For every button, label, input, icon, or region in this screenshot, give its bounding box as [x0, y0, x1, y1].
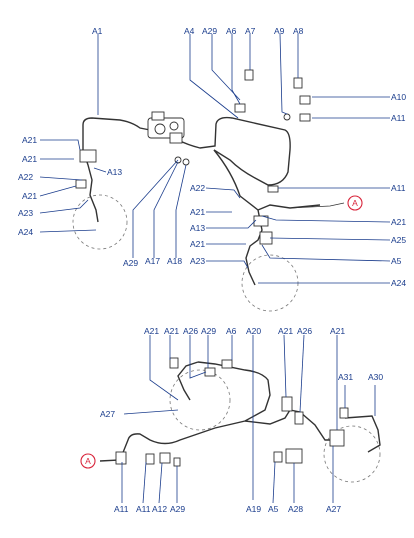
label-a27: A27	[326, 504, 341, 514]
label-a31: A31	[338, 372, 353, 382]
label-a19: A19	[246, 504, 261, 514]
label-a24: A24	[391, 278, 406, 288]
connector-marker-top: A	[347, 195, 363, 211]
label-a21: A21	[22, 191, 37, 201]
label-a23: A23	[18, 208, 33, 218]
fitting-a12-bottom	[159, 452, 171, 464]
label-a12: A12	[152, 504, 167, 514]
label-a29: A29	[201, 326, 216, 336]
label-a21: A21	[144, 326, 159, 336]
right-front-brake-pipe-lower	[245, 209, 263, 286]
bottom-assembly	[99, 357, 381, 483]
connector-marker-text: A	[85, 456, 91, 466]
clip-a7	[244, 69, 254, 81]
label-a29: A29	[170, 504, 185, 514]
label-a18: A18	[167, 256, 182, 266]
label-a21: A21	[278, 326, 293, 336]
label-a11: A11	[391, 113, 406, 123]
fitting-a11-bottom	[115, 451, 127, 465]
label-a11: A11	[114, 504, 129, 514]
label-a13: A13	[107, 167, 122, 177]
fitting-a11-right	[267, 185, 279, 193]
label-a7: A7	[245, 26, 256, 36]
clip-a8	[293, 77, 303, 89]
pipe-to-connector-a	[289, 202, 345, 209]
label-a17: A17	[145, 256, 160, 266]
label-a25: A25	[391, 235, 406, 245]
rear-main-brake-pipe	[99, 361, 271, 462]
label-a5: A5	[268, 504, 279, 514]
hose-bracket-right	[253, 215, 269, 227]
label-a21: A21	[190, 207, 205, 217]
clip-a26-bottom-left	[169, 357, 179, 369]
right-front-brake-pipe	[213, 149, 321, 211]
left-front-brake-pipe	[82, 117, 151, 150]
label-a21: A21	[22, 154, 37, 164]
top-leader-lines	[39, 33, 391, 284]
top-labels: A1 A4 A29 A6 A7 A9 A8 A10 A11 A21 A21 A1…	[18, 26, 406, 288]
label-a26: A26	[297, 326, 312, 336]
bolt-a31	[339, 407, 349, 419]
label-a13: A13	[190, 223, 205, 233]
label-a4: A4	[184, 26, 195, 36]
rear-right-brake-drum	[323, 425, 381, 483]
left-front-brake-pipe-lower	[82, 149, 99, 223]
label-a6: A6	[226, 26, 237, 36]
rear-left-brake-drum	[169, 369, 231, 431]
label-a5: A5	[391, 256, 402, 266]
label-a22: A22	[18, 172, 33, 182]
bracket-a28-bottom	[285, 448, 303, 464]
hose-bracket-left	[79, 149, 97, 163]
union-a21-bottom	[281, 396, 293, 412]
front-left-brake-disc	[72, 194, 128, 250]
label-a24: A24	[18, 227, 33, 237]
union-a26-bottom	[294, 411, 304, 425]
fitting-a29-bottom	[173, 457, 181, 467]
fitting-a11-bottom-2	[145, 453, 155, 465]
label-a29: A29	[202, 26, 217, 36]
label-a11: A11	[136, 504, 151, 514]
bracket-a29-bottom	[204, 367, 216, 377]
label-a21: A21	[391, 217, 406, 227]
label-a21: A21	[190, 239, 205, 249]
clip-a6-bottom	[221, 359, 233, 369]
master-cylinder-feed-pipe	[177, 116, 291, 186]
top-assembly	[72, 69, 345, 312]
label-a27: A27	[100, 409, 115, 419]
label-a1: A1	[92, 26, 103, 36]
label-a29: A29	[123, 258, 138, 268]
label-a11: A11	[391, 183, 406, 193]
union-a9	[283, 113, 291, 121]
rear-right-brake-pipe	[244, 409, 338, 441]
rear-pipe-upper-branch	[177, 361, 199, 401]
connector-marker-bottom: A	[80, 453, 96, 469]
label-a28: A28	[288, 504, 303, 514]
rear-right-hose	[344, 415, 381, 453]
label-a21: A21	[22, 135, 37, 145]
label-a9: A9	[274, 26, 285, 36]
union-a11-top	[299, 113, 311, 122]
label-a21: A21	[164, 326, 179, 336]
label-a22: A22	[190, 183, 205, 193]
label-a23: A23	[190, 256, 205, 266]
master-cylinder-unit	[147, 111, 185, 144]
bottom-leader-lines	[121, 334, 376, 504]
fitting-a18	[182, 158, 190, 166]
label-a26: A26	[183, 326, 198, 336]
wheel-cylinder-right	[329, 429, 345, 447]
bottom-labels: A21 A21 A26 A29 A6 A20 A21 A26 A21 A31 A…	[100, 326, 383, 514]
bracket-a5-bottom	[273, 451, 283, 463]
label-a21: A21	[330, 326, 345, 336]
hose-clip-left	[75, 179, 87, 189]
label-a30: A30	[368, 372, 383, 382]
union-a10	[299, 95, 311, 105]
bracket-a6	[234, 103, 246, 113]
label-a8: A8	[293, 26, 304, 36]
connector-marker-text: A	[352, 198, 358, 208]
label-a20: A20	[246, 326, 261, 336]
label-a6: A6	[226, 326, 237, 336]
label-a10: A10	[391, 92, 406, 102]
